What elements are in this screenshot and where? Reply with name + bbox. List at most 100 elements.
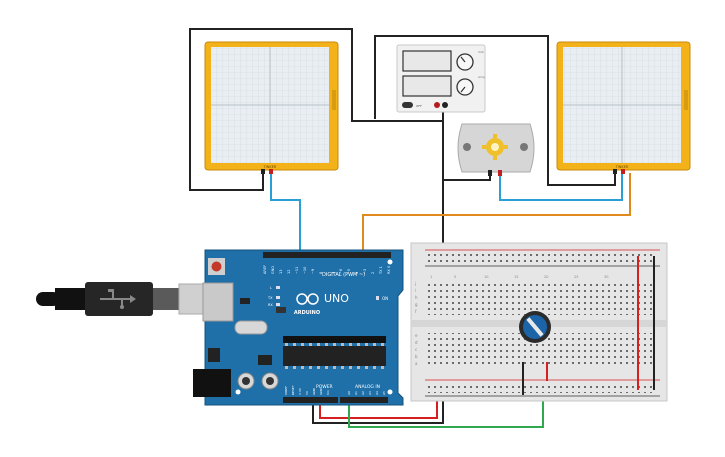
- digital-header[interactable]: [263, 252, 391, 258]
- power-pin-labels: IOREF RESET 3.3V 5V GND GND Vin: [284, 385, 330, 395]
- svg-text:e: e: [415, 333, 418, 338]
- analog-header[interactable]: [340, 397, 388, 403]
- svg-text:OFF: OFF: [416, 104, 422, 108]
- scope-left-terminal-black[interactable]: [261, 169, 265, 174]
- svg-text:13: 13: [279, 270, 283, 274]
- wire-black-gnd[interactable]: [312, 398, 444, 424]
- svg-text:ON: ON: [382, 296, 388, 301]
- svg-text:L: L: [270, 286, 272, 290]
- wires[interactable]: [189, 28, 631, 428]
- digital-pin-labels: AREF GND 13 12 ~11 ~10 ~9 8 7 ~6 ~5 4 ~3…: [263, 265, 391, 275]
- svg-text:RX 0: RX 0: [387, 266, 391, 274]
- svg-text:h: h: [415, 295, 418, 300]
- svg-text:~3: ~3: [363, 269, 367, 274]
- svg-text:GND: GND: [319, 387, 323, 395]
- svg-text:3.3V: 3.3V: [298, 387, 302, 395]
- svg-text:~9: ~9: [311, 269, 315, 274]
- wire-blue-left-scope[interactable]: [270, 173, 301, 256]
- svg-text:A5: A5: [382, 391, 386, 395]
- breadboard-column-numbers: 1 5 10 15 20 25 30: [430, 275, 608, 279]
- gear-icon: [482, 134, 508, 160]
- svg-text:f: f: [415, 309, 417, 314]
- wire-blue-motor-right-scope[interactable]: [499, 173, 623, 201]
- svg-text:IOREF: IOREF: [284, 386, 288, 395]
- wire-black-motor[interactable]: [443, 173, 491, 181]
- psu-readout-current: [402, 75, 452, 97]
- svg-text:~6: ~6: [339, 269, 343, 274]
- svg-text:TX 1: TX 1: [379, 266, 383, 275]
- wire-red-5v[interactable]: [319, 398, 438, 419]
- breadboard-row-letters: j i h g f e d c b a: [414, 281, 418, 366]
- scope-right-terminal-black[interactable]: [613, 169, 617, 174]
- motor-terminal-red[interactable]: [498, 170, 502, 176]
- arduino-uno[interactable]: ARDUINO UNO DIGITAL (PWM ~) POWER ANALOG…: [193, 249, 404, 406]
- svg-text:Volt: Volt: [478, 50, 484, 54]
- oscilloscope-left[interactable]: TINKER: [204, 41, 339, 174]
- usb-icon: [100, 289, 136, 309]
- svg-text:12: 12: [287, 270, 291, 274]
- svg-text:A3: A3: [368, 391, 372, 395]
- oscilloscope-brand: TINKER: [263, 165, 277, 169]
- svg-text:Amp: Amp: [478, 75, 485, 79]
- svg-text:7: 7: [331, 272, 335, 274]
- power-supply[interactable]: Volt Amp OFF: [396, 44, 486, 113]
- svg-text:15: 15: [514, 275, 518, 279]
- svg-text:GND: GND: [312, 387, 316, 395]
- scope-left-terminal-red[interactable]: [269, 169, 273, 174]
- svg-text:1: 1: [430, 275, 432, 279]
- psu-terminal-black[interactable]: [442, 102, 448, 108]
- svg-text:5: 5: [454, 275, 456, 279]
- svg-text:j: j: [414, 281, 416, 286]
- svg-text:A2: A2: [361, 391, 365, 395]
- svg-text:RX: RX: [268, 303, 273, 307]
- svg-text:~5: ~5: [347, 269, 351, 274]
- usb-cable[interactable]: [36, 282, 232, 316]
- psu-terminal-red[interactable]: [434, 102, 440, 108]
- svg-text:GND: GND: [271, 266, 275, 274]
- svg-text:RESET: RESET: [291, 385, 295, 395]
- svg-text:~10: ~10: [303, 267, 307, 274]
- wire-black-left-scope-loop[interactable]: [189, 28, 444, 191]
- status-leds: L TX RX: [267, 286, 280, 307]
- oscilloscope-brand: TINKER: [615, 165, 629, 169]
- svg-text:DIGITAL (PWM ~): DIGITAL (PWM ~): [322, 272, 365, 278]
- dc-motor[interactable]: [457, 123, 535, 176]
- svg-text:~11: ~11: [295, 267, 299, 274]
- svg-text:POWER: POWER: [316, 384, 333, 390]
- atmega-chip: [283, 346, 386, 366]
- svg-text:8: 8: [319, 272, 323, 274]
- scope-right-terminal-red[interactable]: [621, 169, 625, 174]
- svg-text:ANALOG IN: ANALOG IN: [355, 384, 380, 390]
- svg-text:TX: TX: [267, 296, 273, 300]
- power-header[interactable]: [283, 397, 338, 403]
- svg-text:2: 2: [371, 272, 375, 274]
- power-jack[interactable]: [193, 369, 231, 397]
- oscilloscope-right[interactable]: TINKER: [556, 41, 691, 174]
- svg-text:10: 10: [484, 275, 488, 279]
- psu-power-switch[interactable]: [402, 102, 413, 108]
- svg-text:A0: A0: [347, 391, 351, 395]
- svg-text:A4: A4: [375, 391, 379, 395]
- analog-pin-labels: A0 A1 A2 A3 A4 A5: [347, 391, 386, 395]
- arduino-logo-icon: [296, 293, 319, 305]
- potentiometer[interactable]: [519, 311, 551, 343]
- svg-text:4: 4: [355, 271, 359, 274]
- svg-text:Vin: Vin: [326, 390, 330, 395]
- motor-terminal-black[interactable]: [488, 170, 492, 176]
- svg-text:5V: 5V: [305, 390, 309, 395]
- svg-text:i: i: [415, 288, 416, 293]
- svg-text:20: 20: [544, 275, 548, 279]
- svg-text:g: g: [415, 302, 418, 307]
- svg-text:a: a: [415, 361, 418, 366]
- wire-green-a0[interactable]: [348, 398, 544, 428]
- svg-text:ARDUINO: ARDUINO: [294, 310, 320, 316]
- svg-text:d: d: [415, 340, 418, 345]
- svg-text:A1: A1: [354, 391, 358, 395]
- svg-text:b: b: [415, 354, 418, 359]
- psu-readout-voltage: [402, 50, 452, 72]
- wire-black-top-right[interactable]: [374, 35, 616, 186]
- svg-text:30: 30: [604, 275, 608, 279]
- wire-orange[interactable]: [362, 173, 631, 256]
- svg-text:AREF: AREF: [263, 265, 267, 274]
